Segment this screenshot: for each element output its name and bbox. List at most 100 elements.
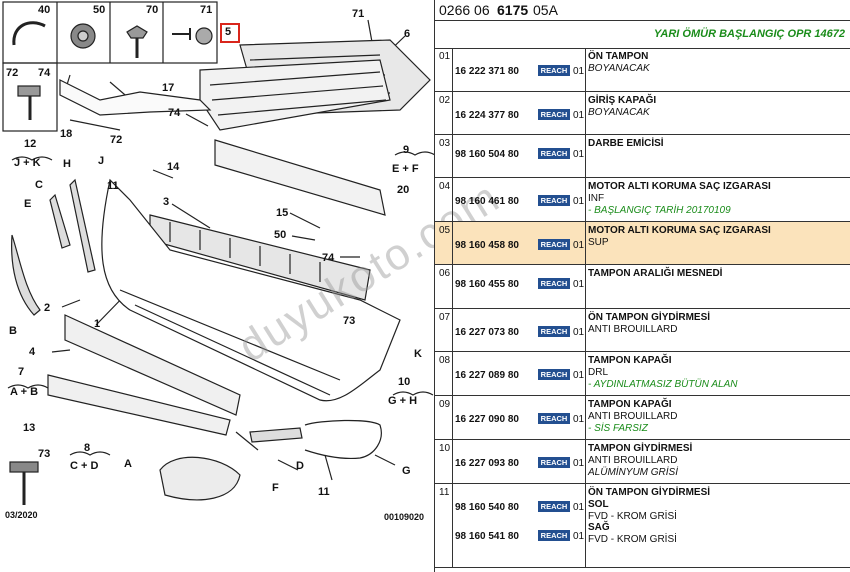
reach-badge: REACH: [538, 148, 570, 159]
part-row[interactable]: 11 98 160 540 80 REACH 01 ÖN TAMPON GİYDİRME…: [435, 484, 850, 568]
part-number[interactable]: 16 222 371 80: [455, 66, 519, 77]
column-divider: [585, 396, 586, 440]
reference-prefix: 0266 06: [439, 2, 490, 18]
callout-14: 14: [167, 161, 180, 173]
callout-E: E: [24, 198, 32, 210]
part-number[interactable]: 98 160 541 80: [455, 531, 519, 542]
quantity: 01: [573, 149, 585, 160]
row-index: 06: [439, 268, 451, 279]
part-number[interactable]: 16 227 090 80: [455, 414, 519, 425]
diagram-code: 00109020: [384, 512, 425, 522]
callout-20: 20: [397, 184, 410, 196]
reach-badge: REACH: [538, 413, 570, 424]
callout-cd: C + D: [70, 460, 99, 472]
part-number[interactable]: 16 227 073 80: [455, 327, 519, 338]
description-line: FVD - KROM GRİSİ: [588, 534, 677, 545]
index-cell: 05: [435, 222, 453, 264]
column-divider: [585, 309, 586, 352]
reach-badge: REACH: [538, 278, 570, 289]
reach-badge: REACH: [538, 326, 570, 337]
callout-50: 50: [93, 4, 106, 16]
callout-74b: 74: [322, 252, 335, 264]
quantity: 01: [573, 110, 585, 121]
callout-5: 5: [225, 26, 232, 38]
description-line: ÖN TAMPON GİYDİRMESİ: [588, 312, 711, 323]
warranty-note: YARI ÖMÜR BAŞLANGIÇ OPR 14672: [653, 28, 845, 40]
reach-badge: REACH: [538, 109, 570, 120]
part-number[interactable]: 98 160 461 80: [455, 196, 519, 207]
callout-70: 70: [146, 4, 159, 16]
part-number[interactable]: 98 160 458 80: [455, 240, 519, 251]
index-cell: 02: [435, 92, 453, 134]
description-line: MOTOR ALTI KORUMA SAÇ IZGARASI: [588, 181, 771, 192]
row-index: 05: [439, 225, 451, 236]
index-cell: 01: [435, 48, 453, 91]
quantity: 01: [573, 66, 585, 77]
callout-6: 6: [404, 28, 411, 40]
column-divider: [585, 265, 586, 309]
description-line: TAMPON KAPAĞI: [588, 399, 672, 410]
quantity: 01: [573, 414, 585, 425]
reach-badge: REACH: [538, 457, 570, 468]
quantity: 01: [573, 196, 585, 207]
callout-K: K: [414, 348, 422, 360]
part-number[interactable]: 16 224 377 80: [455, 110, 519, 121]
row-index: 03: [439, 138, 451, 149]
diagram-date: 03/2020: [5, 510, 38, 520]
callout-7: 7: [18, 366, 25, 378]
reach-badge: REACH: [538, 65, 570, 76]
callout-9: 9: [403, 144, 410, 156]
description-line: TAMPON GİYDİRMESİ: [588, 443, 693, 454]
description-line: ANTI BROUILLARD: [588, 455, 678, 466]
callout-73: 73: [343, 315, 356, 327]
index-cell: 09: [435, 396, 453, 439]
reference-suffix: 05A: [533, 2, 558, 18]
column-divider: [585, 48, 586, 92]
description-line: TAMPON ARALIĞI MESNEDİ: [588, 268, 723, 279]
part-number[interactable]: 98 160 455 80: [455, 279, 519, 290]
row-index: 07: [439, 312, 451, 323]
callout-D: D: [296, 460, 304, 472]
row-index: 02: [439, 95, 451, 106]
reach-badge: REACH: [538, 195, 570, 206]
part-number[interactable]: 16 227 089 80: [455, 370, 519, 381]
parts-diagram: 40 50 70 71 72 74 5 6 71 17 18 74 72 12 …: [2, 1, 509, 522]
callout-72: 72: [110, 134, 123, 146]
callout-J: J: [98, 155, 105, 167]
description-line: SAĞ: [588, 522, 610, 533]
description-line: ÖN TAMPON GİYDİRMESİ: [588, 487, 711, 498]
callout-B: B: [9, 325, 17, 337]
column-divider: [585, 440, 586, 484]
callout-10: 10: [398, 376, 411, 388]
callout-3: 3: [163, 196, 170, 208]
callout-74a: 74: [168, 107, 181, 119]
reach-badge: REACH: [538, 369, 570, 380]
callout-H: H: [63, 158, 71, 170]
quantity: 01: [573, 531, 585, 542]
callout-gh: G + H: [388, 395, 418, 407]
callout-50: 50: [274, 229, 287, 241]
parts-table: 0266 06 6175 05A YARI ÖMÜR BAŞLANGIÇ OPR…: [434, 0, 850, 572]
description-line: - SİS FARSIZ: [588, 423, 648, 434]
callout-71-thumb: 71: [200, 4, 213, 16]
highlight-box: [220, 23, 240, 43]
row-index: 11: [439, 487, 450, 498]
part-number[interactable]: 98 160 504 80: [455, 149, 519, 160]
callout-jk: J + K: [14, 157, 41, 169]
part-number[interactable]: 16 227 093 80: [455, 458, 519, 469]
part-number[interactable]: 98 160 540 80: [455, 502, 519, 513]
description-line: DARBE EMİCİSİ: [588, 138, 664, 149]
description-line: FVD - KROM GRİSİ: [588, 511, 677, 522]
callout-11b: 11: [318, 486, 330, 498]
reach-badge: REACH: [538, 501, 570, 512]
